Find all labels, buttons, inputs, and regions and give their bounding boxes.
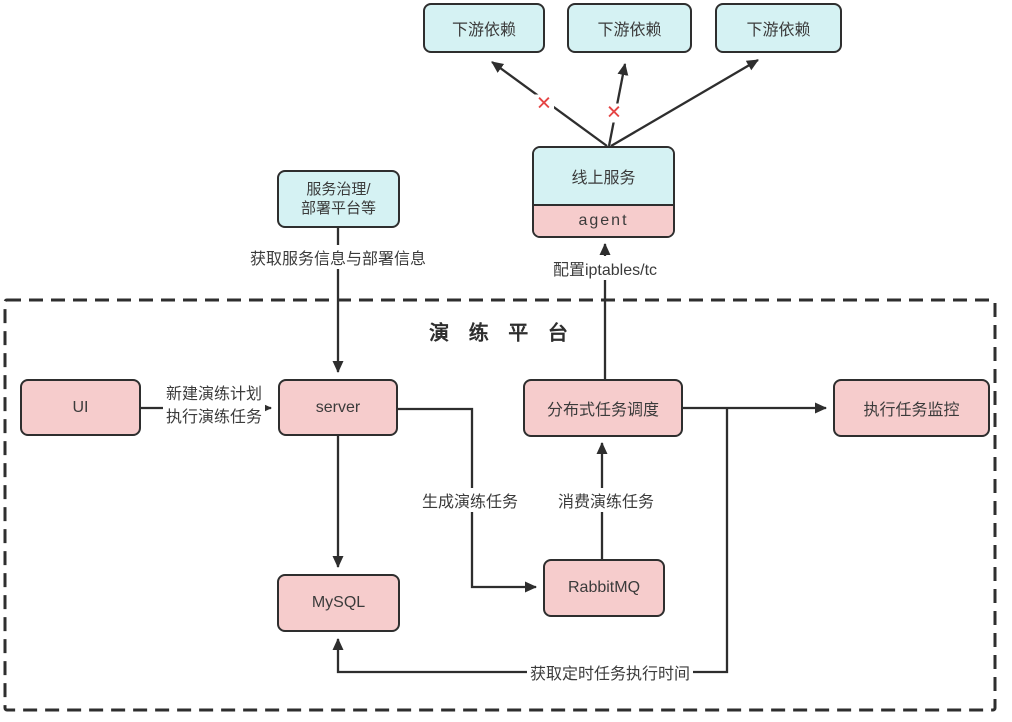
downstream-dependency-box-1: 下游依赖 [423,3,545,53]
monitor-label: 执行任务监控 [863,402,960,419]
downstream-dependency-label-3: 下游依赖 [746,22,811,39]
edge-feedback-to-mysql [332,408,729,674]
ui-label: UI [72,398,89,416]
governance-platform-box: 服务治理/ 部署平台等 [277,170,400,228]
platform-title: 演 练 平 台 [429,322,575,345]
agent-label: agent [534,204,673,236]
edge-label-create-plan-line2: 执行演练任务 [165,409,263,426]
edge-label-generate-task: 生成演练任务 [418,488,522,512]
downstream-dependency-label-1: 下游依赖 [451,22,516,39]
downstream-dependency-box-2: 下游依赖 [567,3,692,53]
ui-box: UI [20,379,141,436]
failure-x-icon: ✕ [604,102,624,124]
edge-label-consume-task: 消费演练任务 [554,488,658,512]
downstream-dependency-box-3: 下游依赖 [715,3,842,53]
server-label: server [315,398,361,416]
rabbitmq-box: RabbitMQ [543,559,665,617]
edge-label-get-schedule-time: 获取定时任务执行时间 [526,660,694,684]
downstream-dependency-label-2: 下游依赖 [597,22,662,39]
edge-label-create-plan: 新建演练计划 执行演练任务 [162,382,266,430]
governance-label-line1: 服务治理/ [306,180,371,198]
mysql-box: MySQL [277,574,400,632]
online-service-label: 线上服务 [534,148,673,204]
edge-label-configure-iptables: 配置iptables/tc [549,256,661,280]
online-service-box: 线上服务 agent [532,146,675,238]
rabbitmq-label: RabbitMQ [567,579,641,596]
server-box: server [278,379,398,436]
scheduler-box: 分布式任务调度 [523,379,683,437]
mysql-label: MySQL [311,594,366,611]
scheduler-label: 分布式任务调度 [546,402,659,419]
governance-label-line2: 部署平台等 [300,200,376,217]
edge-online-to-downstream-3 [610,59,759,147]
failure-x-icon: ✕ [534,93,554,115]
monitor-box: 执行任务监控 [833,379,990,437]
edge-label-create-plan-line1: 新建演练计划 [165,385,263,403]
platform-dashed-border [3,298,997,712]
edge-label-get-service-info: 获取服务信息与部署信息 [246,245,430,269]
